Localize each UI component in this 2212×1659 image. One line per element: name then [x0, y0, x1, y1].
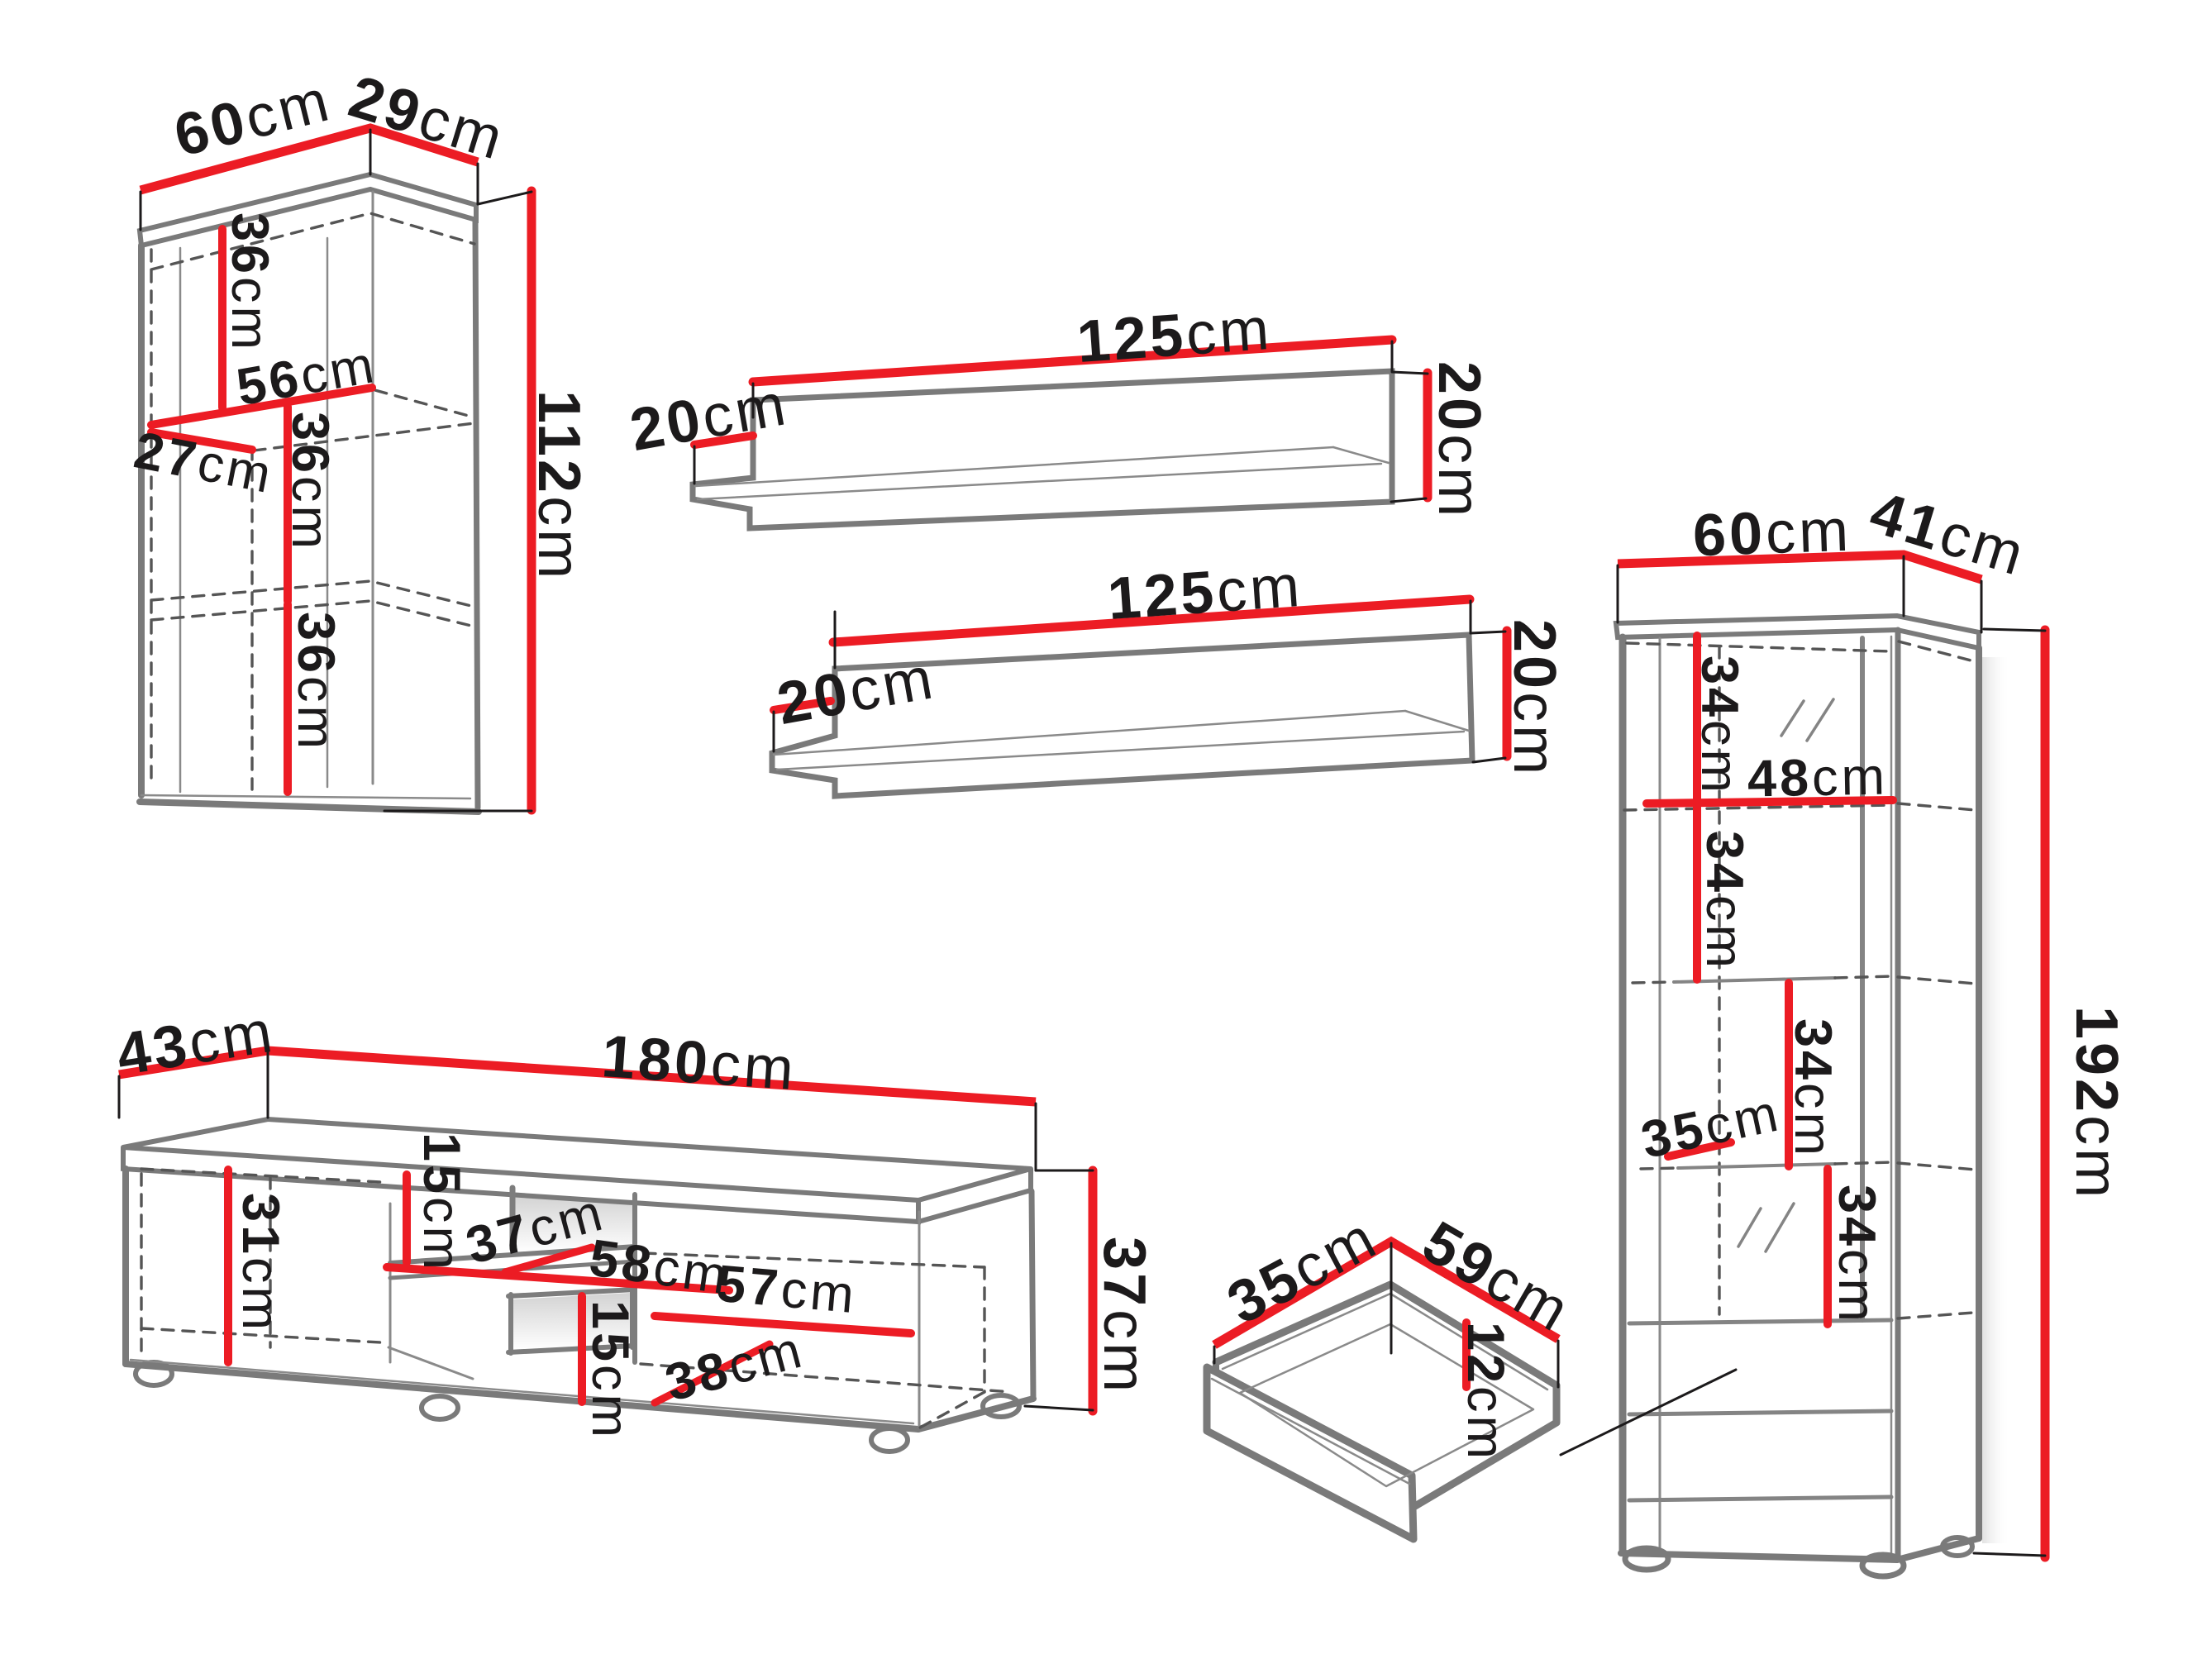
svg-text:112cm: 112cm	[526, 390, 592, 582]
svg-text:20cm: 20cm	[625, 371, 793, 464]
svg-text:36cm: 36cm	[221, 212, 279, 353]
svg-text:29cm: 29cm	[341, 64, 512, 174]
svg-text:192cm: 192cm	[2063, 1006, 2129, 1201]
svg-text:20cm: 20cm	[772, 645, 940, 737]
svg-text:58cm: 58cm	[586, 1229, 733, 1306]
svg-text:48cm: 48cm	[1747, 748, 1888, 808]
svg-text:43cm: 43cm	[112, 998, 279, 1088]
svg-text:34cm: 34cm	[1690, 655, 1748, 796]
svg-text:180cm: 180cm	[599, 1023, 799, 1103]
svg-text:36cm: 36cm	[287, 612, 345, 752]
svg-text:60cm: 60cm	[168, 67, 338, 169]
svg-text:15cm: 15cm	[581, 1300, 639, 1441]
svg-text:37cm: 37cm	[1091, 1237, 1157, 1395]
svg-text:34cm: 34cm	[1784, 1018, 1842, 1159]
svg-text:20cm: 20cm	[1426, 361, 1492, 520]
svg-text:34cm: 34cm	[1695, 831, 1753, 971]
svg-text:15cm: 15cm	[412, 1132, 470, 1273]
svg-text:20cm: 20cm	[1501, 619, 1567, 778]
svg-text:27cm: 27cm	[130, 421, 279, 504]
svg-text:38cm: 38cm	[660, 1320, 810, 1413]
svg-text:34cm: 34cm	[1828, 1185, 1885, 1325]
svg-text:125cm: 125cm	[1105, 553, 1304, 632]
svg-text:35cm: 35cm	[1217, 1204, 1388, 1337]
svg-text:57cm: 57cm	[714, 1255, 860, 1325]
svg-text:12cm: 12cm	[1456, 1322, 1514, 1462]
svg-text:60cm: 60cm	[1692, 498, 1853, 570]
svg-text:36cm: 36cm	[281, 412, 339, 552]
svg-text:56cm: 56cm	[232, 336, 381, 417]
svg-text:31cm: 31cm	[231, 1193, 289, 1333]
svg-text:125cm: 125cm	[1075, 296, 1274, 375]
